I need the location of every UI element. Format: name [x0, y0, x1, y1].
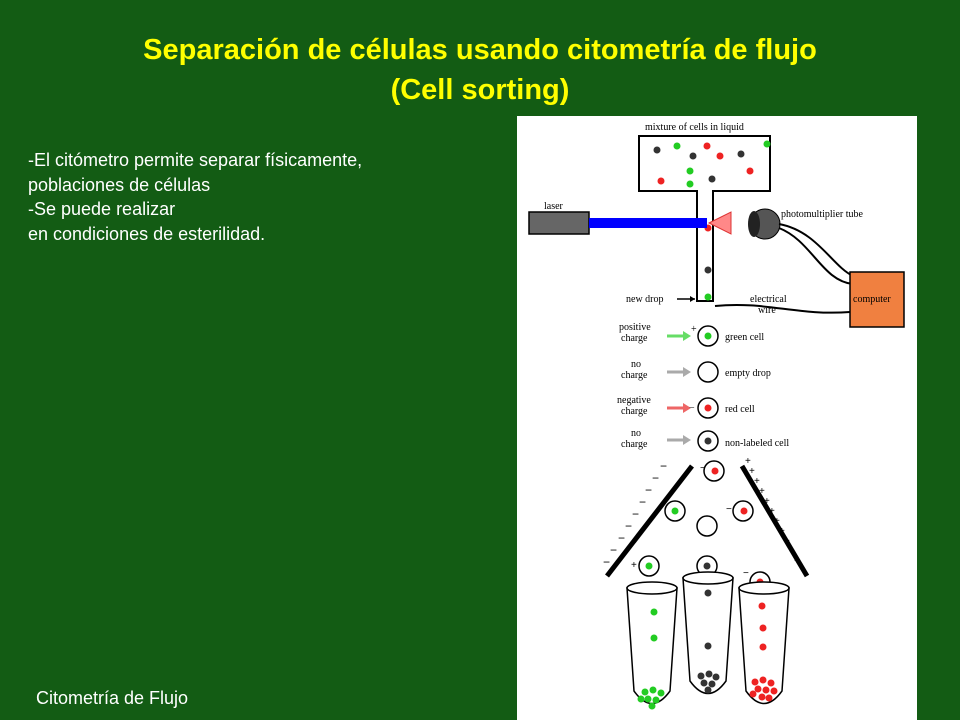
wire-label-2: wire — [758, 305, 776, 316]
charge-row-positive: positive charge + green cell — [619, 322, 764, 347]
svg-text:−: − — [632, 507, 639, 521]
svg-text:−: − — [743, 568, 749, 579]
charge-row-none-2: no charge non-labeled cell — [621, 428, 789, 452]
svg-text:−: − — [700, 463, 706, 474]
svg-text:green cell: green cell — [725, 332, 764, 343]
bullet-line: -El citómetro permite separar físicament… — [28, 150, 363, 170]
svg-text:+: + — [631, 560, 637, 571]
scatter-cone — [707, 211, 732, 235]
mixture-label: mixture of cells in liquid — [645, 122, 744, 133]
svg-text:empty drop: empty drop — [725, 368, 771, 379]
positive-plate — [739, 464, 810, 578]
svg-text:charge: charge — [621, 370, 648, 381]
svg-text:charge: charge — [621, 406, 648, 417]
svg-text:−: − — [618, 531, 625, 545]
svg-text:−: − — [639, 495, 646, 509]
svg-text:charge: charge — [621, 439, 648, 450]
svg-text:−: − — [660, 459, 667, 473]
cell-sorting-diagram: mixture of cells in liquid laser photomu… — [517, 116, 917, 720]
bullet-line: poblaciones de células — [28, 174, 211, 195]
bullet-line: -Se puede realizar — [28, 199, 176, 219]
footer-text: Citometría de Flujo — [36, 688, 189, 708]
computer-label: computer — [853, 294, 891, 305]
svg-text:charge: charge — [621, 333, 648, 344]
laser-label: laser — [544, 201, 564, 212]
svg-text:+: + — [764, 496, 770, 507]
reservoir-cells — [653, 140, 771, 301]
negative-signs: −−− −−− −−− — [603, 459, 667, 569]
svg-text:non-labeled cell: non-labeled cell — [725, 438, 789, 449]
svg-text:+: + — [691, 324, 697, 335]
svg-text:+: + — [784, 536, 790, 547]
svg-text:−: − — [625, 519, 632, 533]
svg-text:−: − — [610, 543, 617, 557]
title-line-2: (Cell sorting) — [390, 74, 570, 106]
svg-text:−: − — [603, 555, 610, 569]
svg-text:−: − — [726, 504, 732, 515]
svg-text:−: − — [652, 471, 659, 485]
slide-title: Separación de células usando citometría … — [0, 30, 960, 110]
svg-text:red cell: red cell — [725, 404, 755, 415]
svg-text:positive: positive — [619, 322, 651, 333]
svg-text:negative: negative — [617, 395, 651, 406]
svg-text:no: no — [631, 428, 641, 439]
new-drop-label: new drop — [626, 294, 664, 305]
svg-text:+: + — [754, 476, 760, 487]
svg-text:+: + — [759, 486, 765, 497]
svg-text:−: − — [645, 483, 652, 497]
positive-signs: +++ +++ +++ ++ — [745, 456, 800, 567]
svg-text:+: + — [794, 556, 800, 567]
svg-text:−: − — [689, 403, 695, 414]
laser-beam — [589, 218, 707, 228]
tube-green — [626, 581, 678, 710]
svg-text:no: no — [631, 359, 641, 370]
tube-red — [738, 581, 790, 705]
laser-box — [528, 211, 590, 235]
svg-text:+: + — [779, 526, 785, 537]
negative-plate — [605, 464, 694, 578]
charge-row-none-1: no charge empty drop — [621, 359, 771, 383]
svg-text:+: + — [769, 506, 775, 517]
bullet-line: en condiciones de esterilidad. — [28, 223, 266, 244]
svg-text:+: + — [749, 466, 755, 477]
bullet-list: -El citómetro permite separar físicament… — [28, 148, 508, 246]
pmt-label: photomultiplier tube — [781, 209, 863, 220]
svg-text:+: + — [745, 456, 751, 467]
computer-box — [849, 271, 905, 328]
svg-text:+: + — [774, 516, 780, 527]
tube-unlabeled — [682, 571, 734, 695]
svg-text:+: + — [789, 546, 795, 557]
title-line-1: Separación de células usando citometría … — [143, 34, 817, 66]
wire-label-1: electrical — [750, 294, 787, 305]
charge-row-negative: negative charge − red cell — [617, 395, 755, 419]
